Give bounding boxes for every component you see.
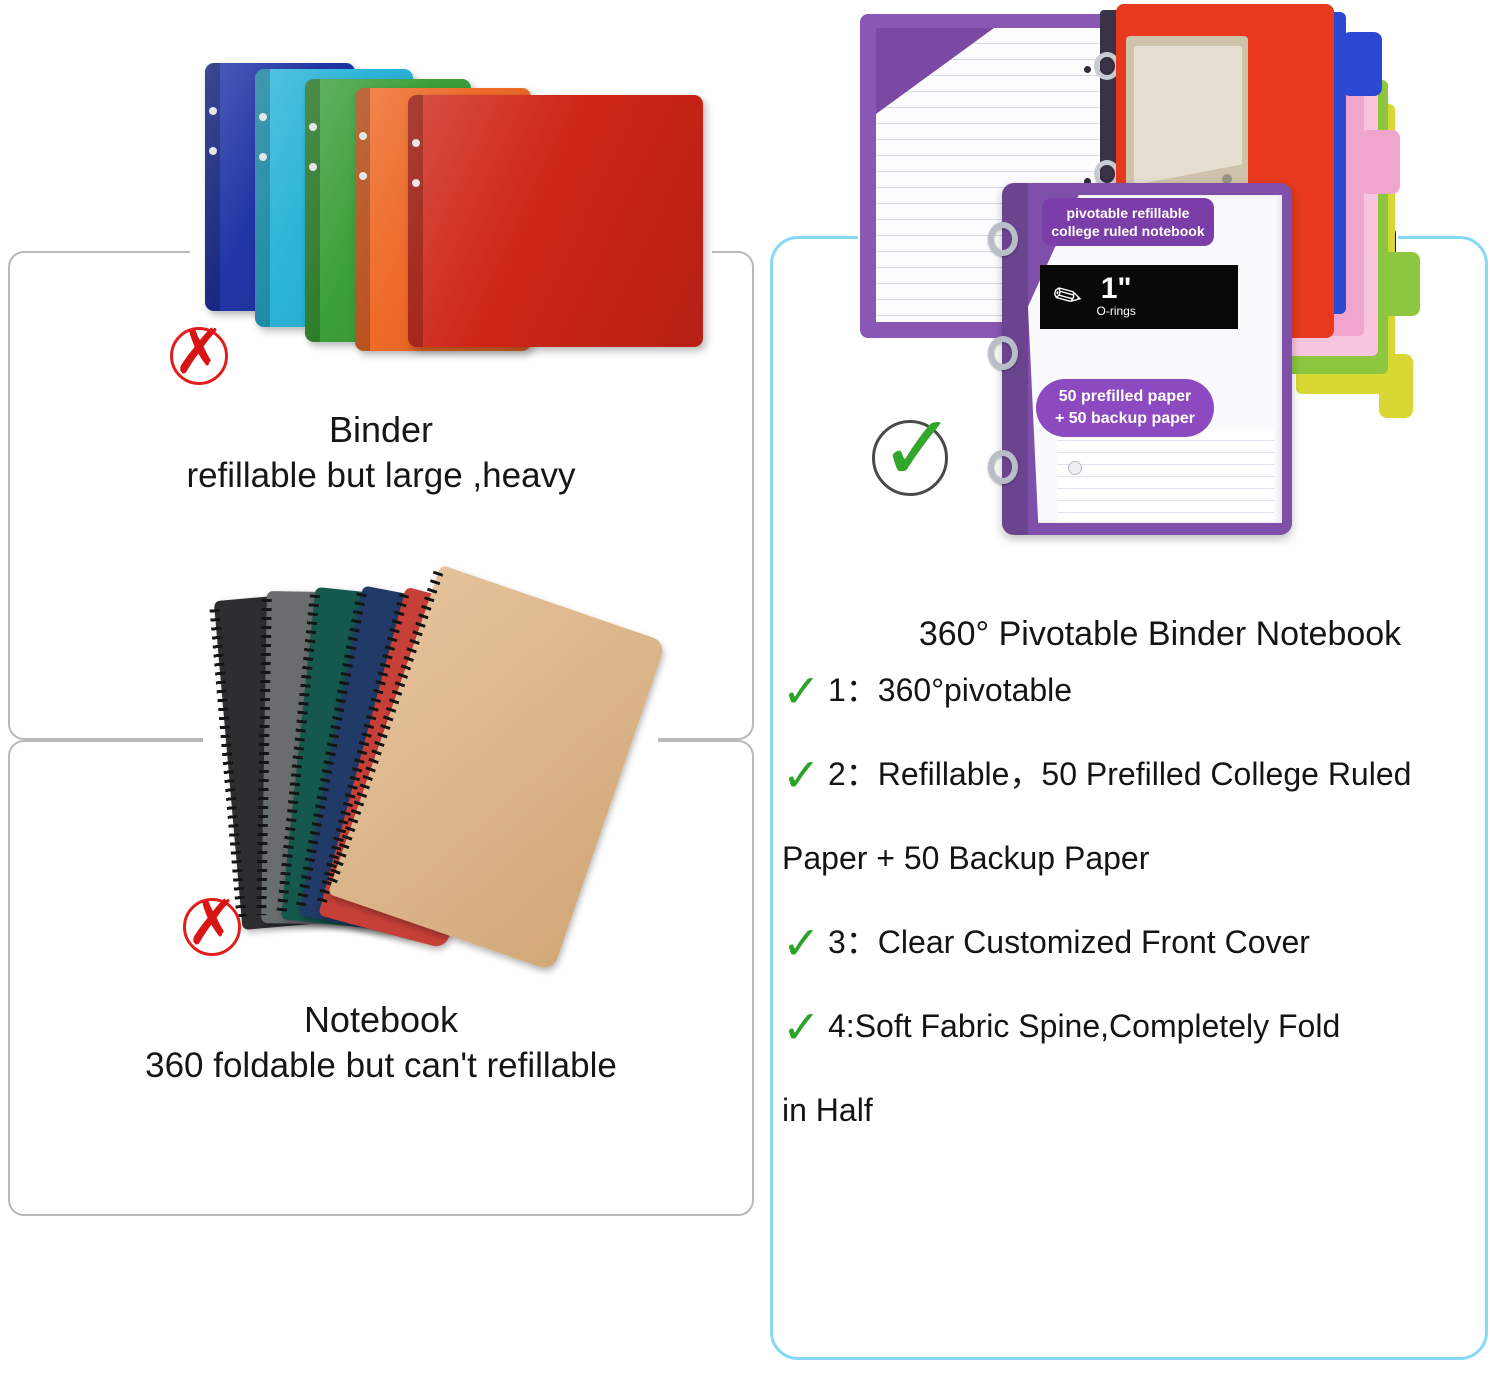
divider-tab-green (1380, 252, 1420, 316)
notebook-stack-photo (200, 564, 670, 972)
feature-item: ✓4:Soft Fabric Spine,Completely Fold in … (782, 984, 1482, 1152)
notebook-caption-title: Notebook (303, 999, 459, 1040)
cover-label-badge: pivotable refillable college ruled noteb… (1042, 198, 1214, 246)
cross-glyph: ✗ (186, 888, 238, 958)
ring-size-value: 1" (1100, 272, 1132, 306)
product-title: 360° Pivotable Binder Notebook (918, 615, 1402, 653)
bubble-line1: 50 prefilled paper (1058, 388, 1192, 406)
binder-red (408, 95, 703, 347)
feature-line: in Half (782, 1068, 1482, 1152)
check-glyph: ✓ (879, 398, 957, 500)
check-icon: ✓ (782, 917, 821, 969)
cover-label-line1: pivotable refillable (1066, 204, 1190, 221)
binder-caption-title: Binder (328, 409, 434, 450)
check-mark-circle: ✓ (872, 403, 956, 496)
cross-mark-icon: ✗ (170, 321, 228, 385)
divider-tab-blue (1342, 32, 1382, 96)
feature-text: 1：360°pivotable (828, 672, 1073, 708)
binder-caption: Binder refillable but large ,heavy (8, 407, 754, 499)
ring-size-badge: ✎ 1" O-rings (1040, 265, 1238, 329)
feature-text: 3：Clear Customized Front Cover (828, 924, 1310, 960)
o-ring-icon (988, 336, 1018, 370)
cover-label-line2: college ruled notebook (1051, 223, 1205, 239)
notebook-caption-subtitle: 360 foldable but can't refillable (145, 1046, 617, 1085)
ring-type-label: O-rings (1096, 304, 1136, 319)
check-icon: ✓ (782, 665, 821, 717)
bubble-line2: + 50 backup paper (1054, 410, 1196, 427)
feature-line: ✓3：Clear Customized Front Cover (782, 900, 1482, 984)
feature-line: ✓1：360°pivotable (782, 648, 1482, 732)
feature-text: 2：Refillable，50 Prefilled College Ruled (828, 756, 1412, 792)
cross-mark-icon: ✗ (183, 892, 241, 956)
o-ring-icon (988, 222, 1018, 256)
feature-item: ✓2：Refillable，50 Prefilled College Ruled… (782, 732, 1482, 900)
pen-icon: ✎ (1046, 273, 1091, 321)
feature-text: 4:Soft Fabric Spine,Completely Fold (828, 1008, 1341, 1044)
cross-glyph: ✗ (173, 317, 225, 387)
notebook-caption: Notebook 360 foldable but can't refillab… (8, 997, 754, 1089)
feature-line: Paper + 50 Backup Paper (782, 816, 1482, 900)
ring-size-text: 1" O-rings (1097, 274, 1136, 320)
feature-line: ✓4:Soft Fabric Spine,Completely Fold (782, 984, 1482, 1068)
feature-text: in Half (782, 1092, 873, 1128)
divider-tab-pink (1360, 130, 1400, 194)
check-icon: ✓ (782, 1001, 821, 1053)
binder-stack-photo (195, 55, 710, 351)
ruled-paper (1058, 429, 1274, 521)
feature-list: ✓1：360°pivotable ✓2：Refillable，50 Prefil… (782, 648, 1482, 1152)
binder-caption-subtitle: refillable but large ,heavy (186, 456, 576, 495)
feature-line: ✓2：Refillable，50 Prefilled College Ruled (782, 732, 1482, 816)
paper-count-bubble: 50 prefilled paper + 50 backup paper (1036, 379, 1214, 437)
feature-item: ✓1：360°pivotable (782, 648, 1482, 732)
feature-text: Paper + 50 Backup Paper (782, 840, 1150, 876)
feature-item: ✓3：Clear Customized Front Cover (782, 900, 1482, 984)
o-ring-icon (988, 450, 1018, 484)
purple-binder-notebook: pivotable refillable college ruled noteb… (1002, 183, 1292, 535)
check-icon: ✓ (782, 749, 821, 801)
